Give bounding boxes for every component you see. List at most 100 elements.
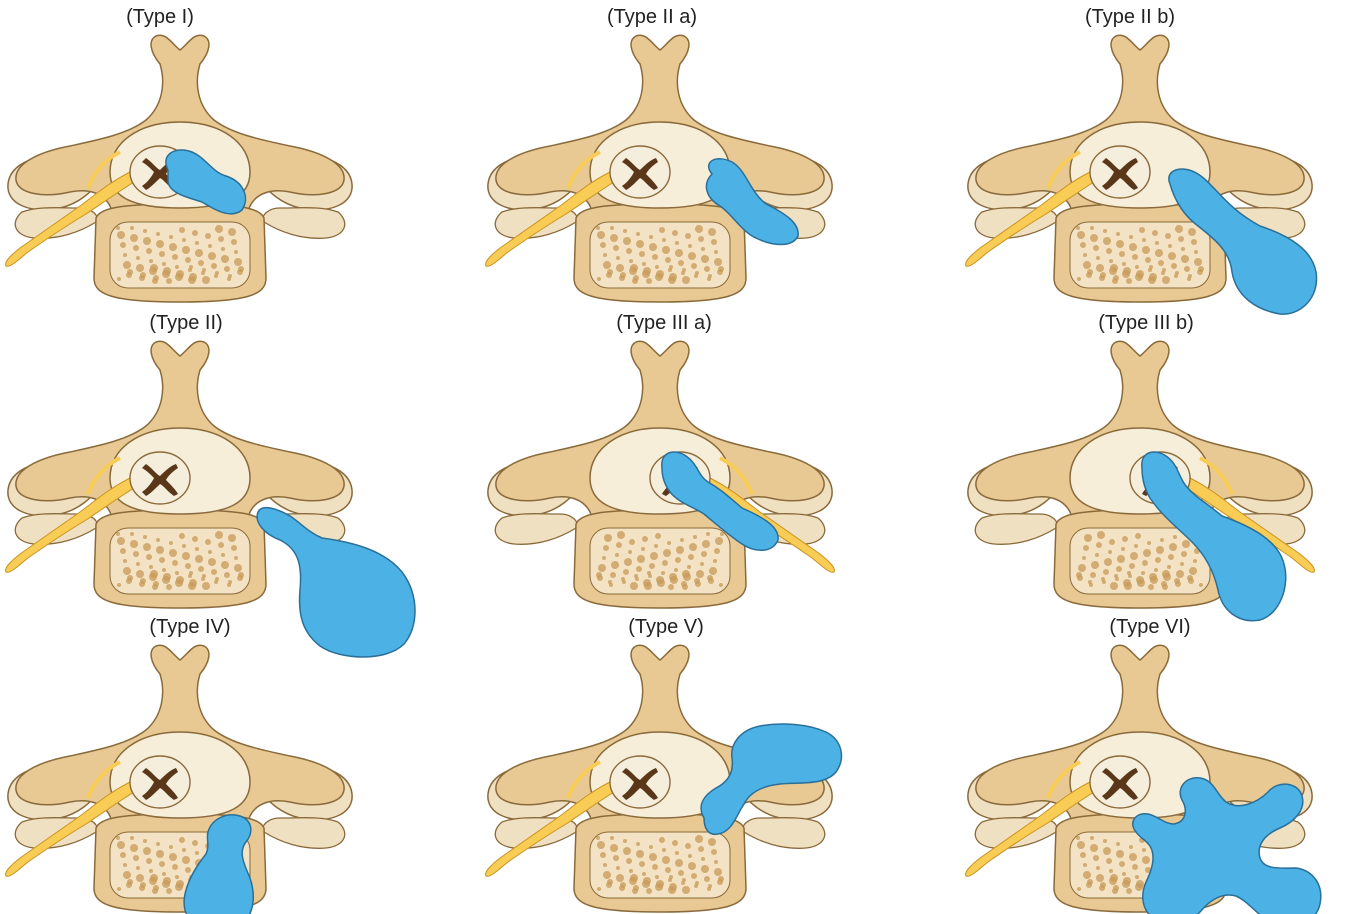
trabecula-mark	[674, 568, 678, 572]
trabecula-mark	[597, 277, 601, 281]
trabecula-mark	[603, 871, 611, 879]
trabecula-mark	[1142, 238, 1146, 242]
trabecula-mark	[682, 570, 690, 578]
trabecula-mark	[1103, 847, 1111, 855]
trabecula-mark	[140, 272, 146, 278]
vertebra-figure	[906, 610, 1358, 914]
trabecula-mark	[621, 577, 625, 581]
classification-panel: (Type V)	[452, 610, 904, 914]
trabecula-mark	[662, 856, 670, 864]
trabecula-mark	[156, 850, 164, 858]
trabecula-mark	[1090, 572, 1096, 578]
trabecula-mark	[1193, 559, 1197, 563]
trabecula-mark	[1093, 855, 1099, 861]
trabecula-mark	[1168, 554, 1174, 560]
trabecula-mark	[1104, 558, 1112, 566]
trabecula-mark	[646, 888, 652, 894]
trabecula-mark	[636, 850, 644, 858]
trabecula-mark	[1139, 227, 1145, 233]
trabecula-mark	[1090, 226, 1094, 230]
trabecula-mark	[604, 534, 612, 542]
trabecula-mark	[652, 864, 658, 870]
trabecula-mark	[630, 874, 638, 882]
trabecula-mark	[1090, 836, 1094, 840]
trabecula-mark	[205, 539, 211, 545]
trabecula-mark	[691, 263, 697, 269]
trabecula-mark	[234, 564, 242, 572]
trabecula-mark	[208, 558, 216, 566]
trabecula-mark	[1182, 540, 1190, 548]
trabecula-mark	[1175, 271, 1179, 275]
trabecula-mark	[1076, 226, 1080, 230]
trabecula-mark	[701, 255, 709, 263]
trabecula-mark	[1096, 866, 1100, 870]
trabecula-mark	[215, 577, 219, 581]
trabecula-mark	[608, 580, 612, 584]
trabecula-mark	[1135, 533, 1141, 539]
trabecula-mark	[1129, 853, 1137, 861]
trabecula-mark	[169, 541, 173, 545]
trabecula-mark	[682, 268, 686, 272]
trabecula-mark	[202, 268, 206, 272]
trabecula-mark	[150, 264, 158, 272]
trabecula-mark	[613, 855, 619, 861]
trabecula-mark	[1176, 570, 1184, 578]
trabecula-mark	[1134, 544, 1138, 548]
trabecula-mark	[1162, 570, 1170, 578]
trabecula-mark	[192, 536, 198, 542]
trabecula-mark	[182, 856, 190, 864]
trabecula-mark	[156, 232, 160, 236]
trabecula-mark	[1158, 260, 1164, 266]
trabecula-mark	[694, 578, 700, 584]
trabecula-mark	[169, 845, 173, 849]
trabecula-mark	[1076, 572, 1082, 578]
trabecula-mark	[202, 276, 210, 284]
trabecula-mark	[688, 854, 692, 858]
trabecula-mark	[1152, 230, 1158, 236]
trabecula-mark	[1191, 239, 1197, 245]
trabecula-mark	[185, 257, 191, 263]
trabecula-mark	[652, 254, 658, 260]
trabecula-mark	[1077, 277, 1081, 281]
trabecula-mark	[1129, 845, 1133, 849]
trabecula-mark	[655, 265, 659, 269]
trabecula-mark	[1178, 236, 1184, 242]
classification-panel: (Type II a)	[452, 0, 904, 304]
trabecula-mark	[1184, 266, 1190, 272]
vertebra-figure	[906, 306, 1358, 610]
classification-panel: (Type I)	[0, 0, 452, 304]
trabecula-mark	[146, 858, 152, 864]
trabecula-mark	[123, 871, 131, 879]
trabecula-mark	[182, 246, 190, 254]
trabecula-mark	[136, 874, 144, 882]
vertebra-figure	[0, 610, 452, 914]
trabecula-mark	[1189, 567, 1197, 575]
trabecula-mark	[711, 239, 717, 245]
trabecula-mark	[1126, 278, 1132, 284]
trabecula-mark	[1116, 850, 1124, 858]
trabecula-mark	[1194, 258, 1202, 266]
trabecula-mark	[1181, 255, 1189, 263]
classification-panel: (Type III a)	[452, 306, 904, 610]
lateral-mass-right	[495, 514, 577, 545]
trabecula-mark	[682, 878, 686, 882]
trabecula-mark	[189, 273, 197, 281]
trabecula-mark	[1142, 856, 1150, 864]
trabecula-mark	[672, 840, 678, 846]
trabecula-mark	[620, 272, 626, 278]
trabecula-mark	[680, 538, 684, 542]
trabecula-mark	[153, 581, 159, 587]
trabecula-mark	[636, 566, 642, 572]
trabecula-mark	[189, 265, 193, 269]
trabecula-mark	[189, 579, 197, 587]
trabecula-mark	[153, 885, 159, 891]
trabecula-mark	[602, 556, 606, 560]
trabecula-mark	[228, 274, 232, 278]
trabecula-mark	[649, 235, 653, 239]
trabecula-mark	[1087, 269, 1093, 275]
trabecula-mark	[211, 263, 217, 269]
trabecula-mark	[228, 534, 236, 542]
trabecula-mark	[1136, 270, 1144, 278]
trabecula-mark	[179, 533, 185, 539]
trabecula-mark	[221, 255, 229, 263]
